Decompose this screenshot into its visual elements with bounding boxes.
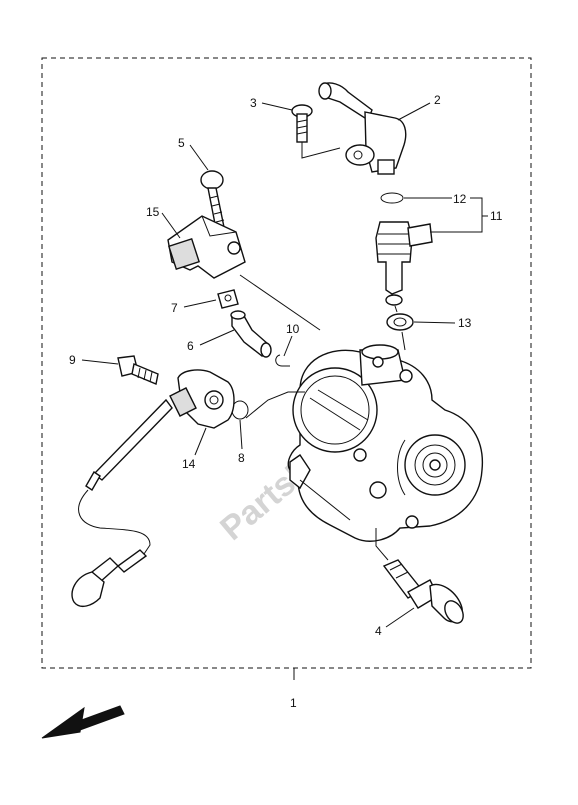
callout-14: 14 <box>182 457 196 471</box>
part-12-o-ring <box>380 192 404 204</box>
callout-1: 1 <box>290 696 297 710</box>
injector-axis-line <box>394 305 406 351</box>
part-15-sensor <box>167 215 246 279</box>
callout-15: 15 <box>146 205 160 219</box>
part-11-injector <box>375 221 433 306</box>
callout-2: 2 <box>434 93 441 107</box>
callout-10: 10 <box>286 322 300 336</box>
part-4-stop-screw <box>382 559 464 624</box>
part-6-hose <box>230 310 272 358</box>
part-13-seal <box>386 313 414 331</box>
part-5-bolt <box>200 170 226 235</box>
throttle-body <box>287 344 484 542</box>
callout-5: 5 <box>178 136 185 150</box>
callout-4: 4 <box>375 624 382 638</box>
callout-3: 3 <box>250 96 257 110</box>
callout-7: 7 <box>171 301 178 315</box>
callout-6: 6 <box>187 339 194 353</box>
o-ring-axis-line <box>245 391 305 419</box>
assembly-border <box>41 57 532 669</box>
part-7-clamp <box>217 289 239 309</box>
front-direction-arrow-icon <box>41 705 125 739</box>
part-10-clip <box>275 354 290 367</box>
callout-13: 13 <box>458 316 472 330</box>
stop-screw-axis-line <box>375 528 389 561</box>
part-14-sensor-probe <box>71 369 235 608</box>
callout-11: 11 <box>490 209 503 223</box>
part-2-sensor-hose <box>318 82 407 175</box>
part-9-bolt <box>117 355 159 385</box>
sensor-axis-line <box>239 274 321 331</box>
callout-9: 9 <box>69 353 76 367</box>
leader-lines <box>81 102 488 680</box>
part-3-bolt <box>291 104 341 159</box>
callout-8: 8 <box>238 451 245 465</box>
callout-12: 12 <box>453 192 467 206</box>
